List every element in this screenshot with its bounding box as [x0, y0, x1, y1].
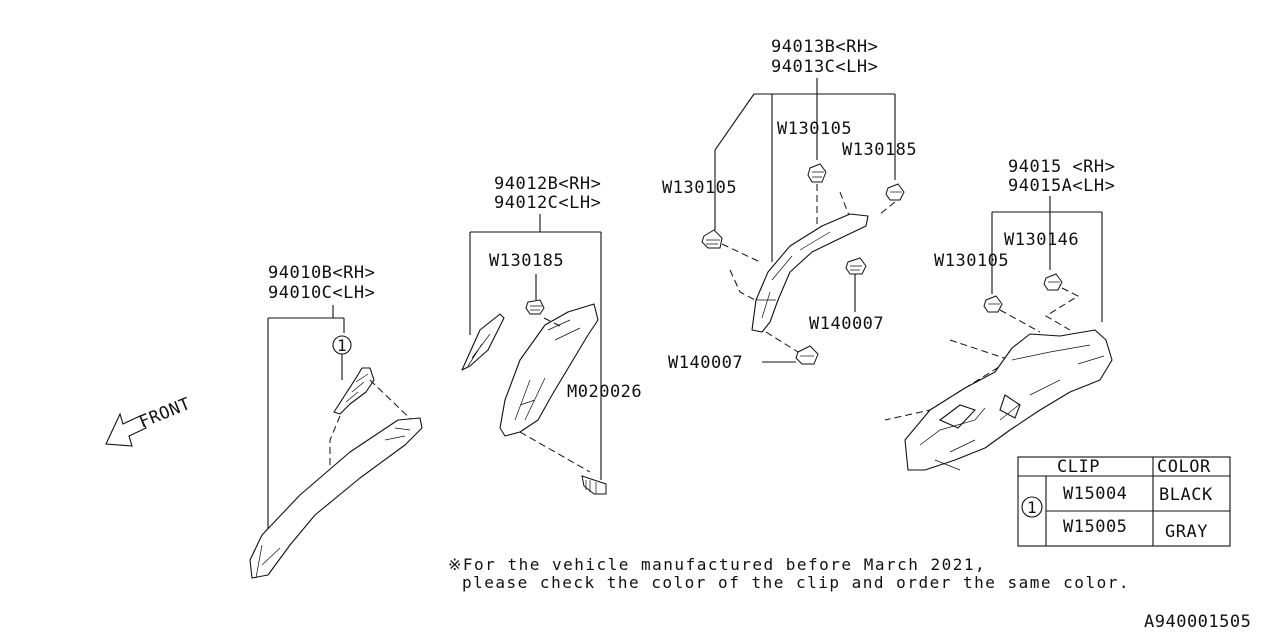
quarter-trim-panel [904, 329, 1113, 471]
front-label: FRONT [136, 394, 193, 433]
part-label-94012-rh: 94012B<RH> [494, 174, 601, 194]
fastener-w140007-b: W140007 [809, 314, 884, 334]
note-line-2: please check the color of the clip and o… [462, 573, 1130, 592]
callout-marker-text: 1 [337, 336, 347, 355]
part-label-94013-lh: 94013C<LH> [771, 57, 878, 77]
part-label-94010-lh: 94010C<LH> [268, 283, 375, 303]
clip-w140007-b-icon [845, 257, 867, 275]
clip-w130105-a-icon [701, 229, 723, 249]
clip-part [333, 367, 375, 415]
clip-w130105-b-icon [807, 163, 827, 183]
screw-m020026-icon [581, 475, 607, 495]
c-pillar-upper-trim [751, 213, 869, 333]
part-label-94010-rh: 94010B<RH> [268, 263, 375, 283]
part-label-94015-lh: 94015A<LH> [1008, 176, 1115, 196]
fastener-w130185-a: W130185 [489, 251, 564, 271]
table-row-clip-1: W15004 [1063, 484, 1127, 504]
front-arrow-icon [105, 412, 147, 447]
table-row-clip-2: W15005 [1063, 517, 1127, 537]
b-pillar-trim [499, 303, 599, 437]
fastener-w130185-b: W130185 [842, 140, 917, 160]
table-row-color-1: BLACK [1159, 485, 1213, 505]
table-header-color: COLOR [1157, 457, 1211, 477]
clip-w130185-b-icon [885, 183, 905, 201]
part-label-94013-rh: 94013B<RH> [771, 37, 878, 57]
part-label-94015-rh: 94015 <RH> [1008, 157, 1115, 177]
part-label-94012-lh: 94012C<LH> [494, 193, 601, 213]
pillar-insert [461, 313, 505, 371]
table-row-color-2: GRAY [1165, 522, 1208, 542]
clip-w130105-c-icon [983, 295, 1003, 313]
fastener-w130105-c: W130105 [934, 251, 1009, 271]
clip-w140007-a-icon [795, 345, 819, 365]
a-pillar-trim [249, 417, 423, 579]
fastener-w140007-a: W140007 [668, 353, 743, 373]
fastener-w130146: W130146 [1004, 230, 1079, 250]
note-line-1: ※For the vehicle manufactured before Mar… [448, 555, 986, 574]
table-header-clip: CLIP [1057, 457, 1100, 477]
diagram-id: A940001505 [1144, 612, 1251, 632]
clip-color-table [1017, 456, 1231, 547]
clip-w130185-a-icon [525, 299, 545, 315]
clip-w130146-icon [1043, 273, 1063, 291]
fastener-w130105-b: W130105 [777, 119, 852, 139]
fastener-m020026: M020026 [567, 382, 642, 402]
fastener-w130105-a: W130105 [662, 178, 737, 198]
table-marker: 1 [1027, 498, 1037, 517]
